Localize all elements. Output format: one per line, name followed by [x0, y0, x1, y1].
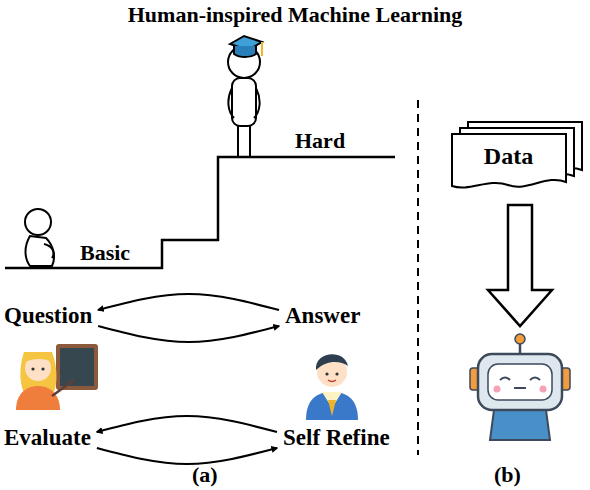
figure-head — [25, 209, 51, 235]
robot-eyes — [500, 378, 540, 381]
node-text: Question — [4, 303, 92, 329]
student-icon — [306, 354, 358, 420]
divider-line — [417, 100, 419, 455]
student-mouth — [328, 380, 336, 382]
refine-text: Self Refine — [283, 425, 390, 451]
robot-head — [478, 354, 562, 410]
step-label: Basic — [80, 240, 130, 266]
figure-arms — [228, 88, 259, 118]
robot-body — [490, 410, 550, 440]
figure-head — [228, 46, 260, 78]
question-text: Question — [4, 303, 92, 329]
cap-band — [234, 46, 256, 57]
graduate-figure — [228, 36, 262, 157]
cycle-arrow — [97, 448, 277, 464]
staircase — [5, 157, 395, 268]
node-text: Answer — [285, 303, 360, 329]
teacher-eye — [31, 367, 34, 370]
robot-antenna-ball — [515, 334, 525, 344]
figure-legs — [238, 125, 250, 157]
node-text: Data — [484, 143, 533, 170]
robot-screen — [488, 364, 552, 400]
node-text: Self Refine — [283, 425, 390, 451]
cycle-arrow — [98, 326, 279, 342]
student-body — [306, 392, 358, 420]
robot-cheek — [540, 386, 547, 393]
document-page — [452, 134, 566, 188]
step-label: Hard — [295, 128, 345, 154]
teacher-fringe — [25, 352, 52, 362]
pointer-stick — [52, 380, 74, 396]
figure-body — [26, 236, 55, 266]
chalkboard-frame — [56, 344, 98, 390]
robot-mouth — [514, 387, 526, 389]
evaluate-text: Evaluate — [4, 425, 91, 451]
chalkboard — [60, 348, 94, 386]
cap-tassel — [261, 42, 263, 56]
figure-body — [232, 78, 256, 126]
figure-title: Human-inspired Machine Learning — [0, 2, 590, 28]
student-eye — [335, 372, 338, 375]
teacher-icon — [16, 344, 98, 410]
answer-text: Answer — [285, 303, 360, 329]
robot-icon — [470, 334, 570, 440]
figure-arm — [44, 244, 54, 258]
student-hair — [316, 354, 348, 370]
student-tie — [328, 400, 336, 416]
data-document: Data — [450, 118, 585, 198]
node-text: Evaluate — [4, 425, 91, 451]
teacher-eye — [41, 367, 44, 370]
robot-cheek — [494, 386, 501, 393]
panel-label: (b) — [494, 462, 521, 488]
student-eye — [325, 372, 328, 375]
panel-label: (a) — [192, 462, 218, 488]
cycle-arrow — [98, 294, 279, 310]
hollow-arrow — [488, 205, 552, 326]
sitting-figure — [25, 209, 54, 266]
cycle-arrow — [97, 416, 277, 432]
teacher-body — [16, 386, 60, 410]
